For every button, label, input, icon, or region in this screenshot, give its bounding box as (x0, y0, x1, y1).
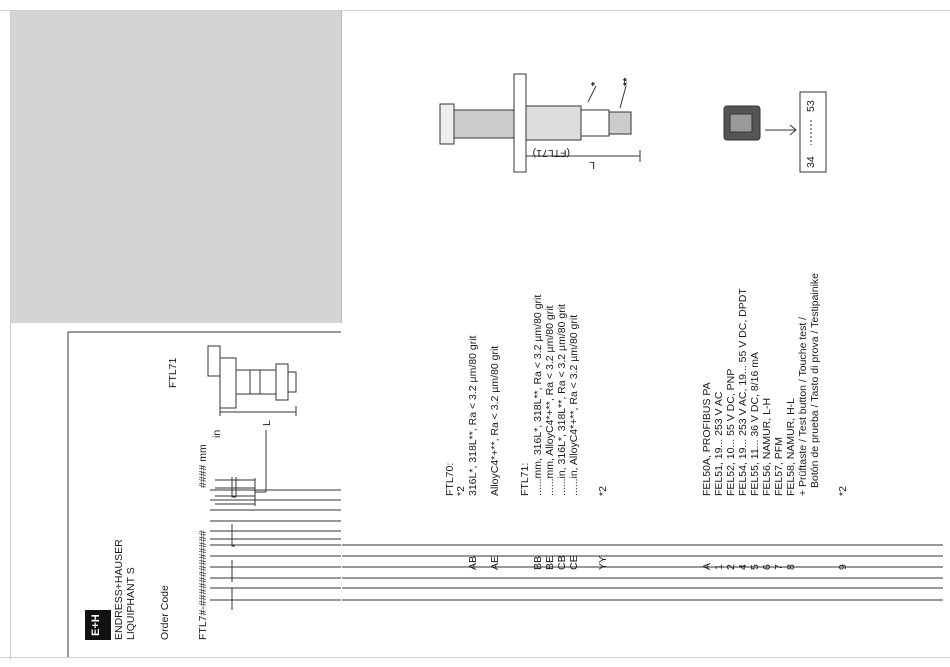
panel-separator (341, 11, 342, 323)
ftl70-note: *2 (455, 486, 467, 496)
page-border-left (10, 10, 11, 660)
logo-box (85, 610, 111, 640)
ftl71-text-be: ......mm, AlloyC4*+**, Ra < 3.2 µm/80 gr… (544, 305, 556, 496)
ftl70-text-ab: 316L*, 318L**, Ra < 3.2 µm/80 grit (467, 335, 479, 496)
probe-star1: * (589, 81, 601, 86)
ftl71-code-yy: YY (597, 555, 609, 570)
elec-code-9: 9 (837, 564, 849, 570)
elec-text-1: FEL51, 19... 253 V AC (713, 391, 725, 496)
product-name: LIQUIPHANT S (125, 567, 137, 640)
elec-text-2: FEL52, 10... 55 V DC, PNP (725, 368, 737, 496)
ftl71-code-bb: BB (532, 555, 544, 570)
order-code-label: Order Code (159, 585, 171, 640)
elec-text-4: FEL54, 19... 253 V AC, 19... 55 V DC, DP… (737, 288, 749, 496)
ftl71-code-ce: CE (568, 555, 580, 570)
code-to: 53 (805, 100, 817, 112)
ftl71-code-cb: CB (556, 555, 568, 570)
touch-line-1: + Prüftaste / Test button / Touche test … (797, 316, 809, 496)
grey-panel (11, 11, 341, 323)
electronics-drawing (723, 91, 827, 173)
elec-code-8: 8 (785, 564, 797, 570)
logo-text: E+H (90, 614, 102, 636)
elec-text-5: FEL55, 11... 36 V DC, 8/16 mA (749, 352, 761, 496)
dim-label-small: L (261, 420, 273, 426)
elec-code-2: 2 (725, 564, 737, 570)
model-label: FTL71 (167, 357, 179, 388)
elec-code-4: 4 (737, 564, 749, 570)
elec-text-8: FEL58, NAMUR, H-L (785, 397, 797, 496)
elec-code-6: 6 (761, 564, 773, 570)
elec-code-1: 1 (713, 564, 725, 570)
length-mm: #### mm (197, 444, 209, 488)
elec-text-a: FEL50A, PROFIBUS PA (701, 382, 713, 496)
ftl71-note: *2 (597, 486, 609, 496)
ftl71-title: FTL71: (519, 462, 531, 496)
elec-text-6: FEL56, NAMUR, L-H (761, 397, 773, 496)
ftl71-text-cb: ......in, 316L*, 318L**, Ra < 3.2 µm/80 … (556, 304, 568, 496)
ftl70-text-ae: AlloyC4*+**, Ra < 3.2 µm/80 grit (489, 345, 501, 496)
ftl70-code-ab: AB (467, 555, 479, 570)
elec-code-a: A (701, 562, 713, 570)
ftl70-code-ae: AE (489, 555, 501, 570)
elec-text-7: FEL57, PFM (773, 437, 785, 496)
order-code: FTL7#-############# (197, 530, 209, 640)
probe-star2: ** (621, 77, 633, 86)
code-from: 34 (805, 156, 817, 168)
page-border-top (0, 10, 950, 11)
page-border-bottom (0, 657, 950, 658)
elec-note-9: *2 (837, 486, 849, 496)
brand-name: ENDRESS+HAUSER (113, 539, 125, 640)
touch-line-2: Botón de prueba / Tasto di prova / Testi… (809, 272, 821, 488)
length-in: in (211, 429, 223, 438)
probe-drawing (439, 73, 641, 173)
ftl71-text-bb: ......mm, 316L*, 318L**, Ra < 3.2 µm/80 … (532, 294, 544, 496)
elec-code-7: 7 (773, 564, 785, 570)
probe-dim-label: L (589, 159, 595, 171)
ftl71-text-ce: ......in, AlloyC4*+**, Ra < 3.2 µm/80 gr… (568, 314, 580, 496)
probe-label: (FTL71) (532, 147, 570, 159)
ftl71-code-be: BE (544, 555, 556, 570)
elec-code-5: 5 (749, 564, 761, 570)
